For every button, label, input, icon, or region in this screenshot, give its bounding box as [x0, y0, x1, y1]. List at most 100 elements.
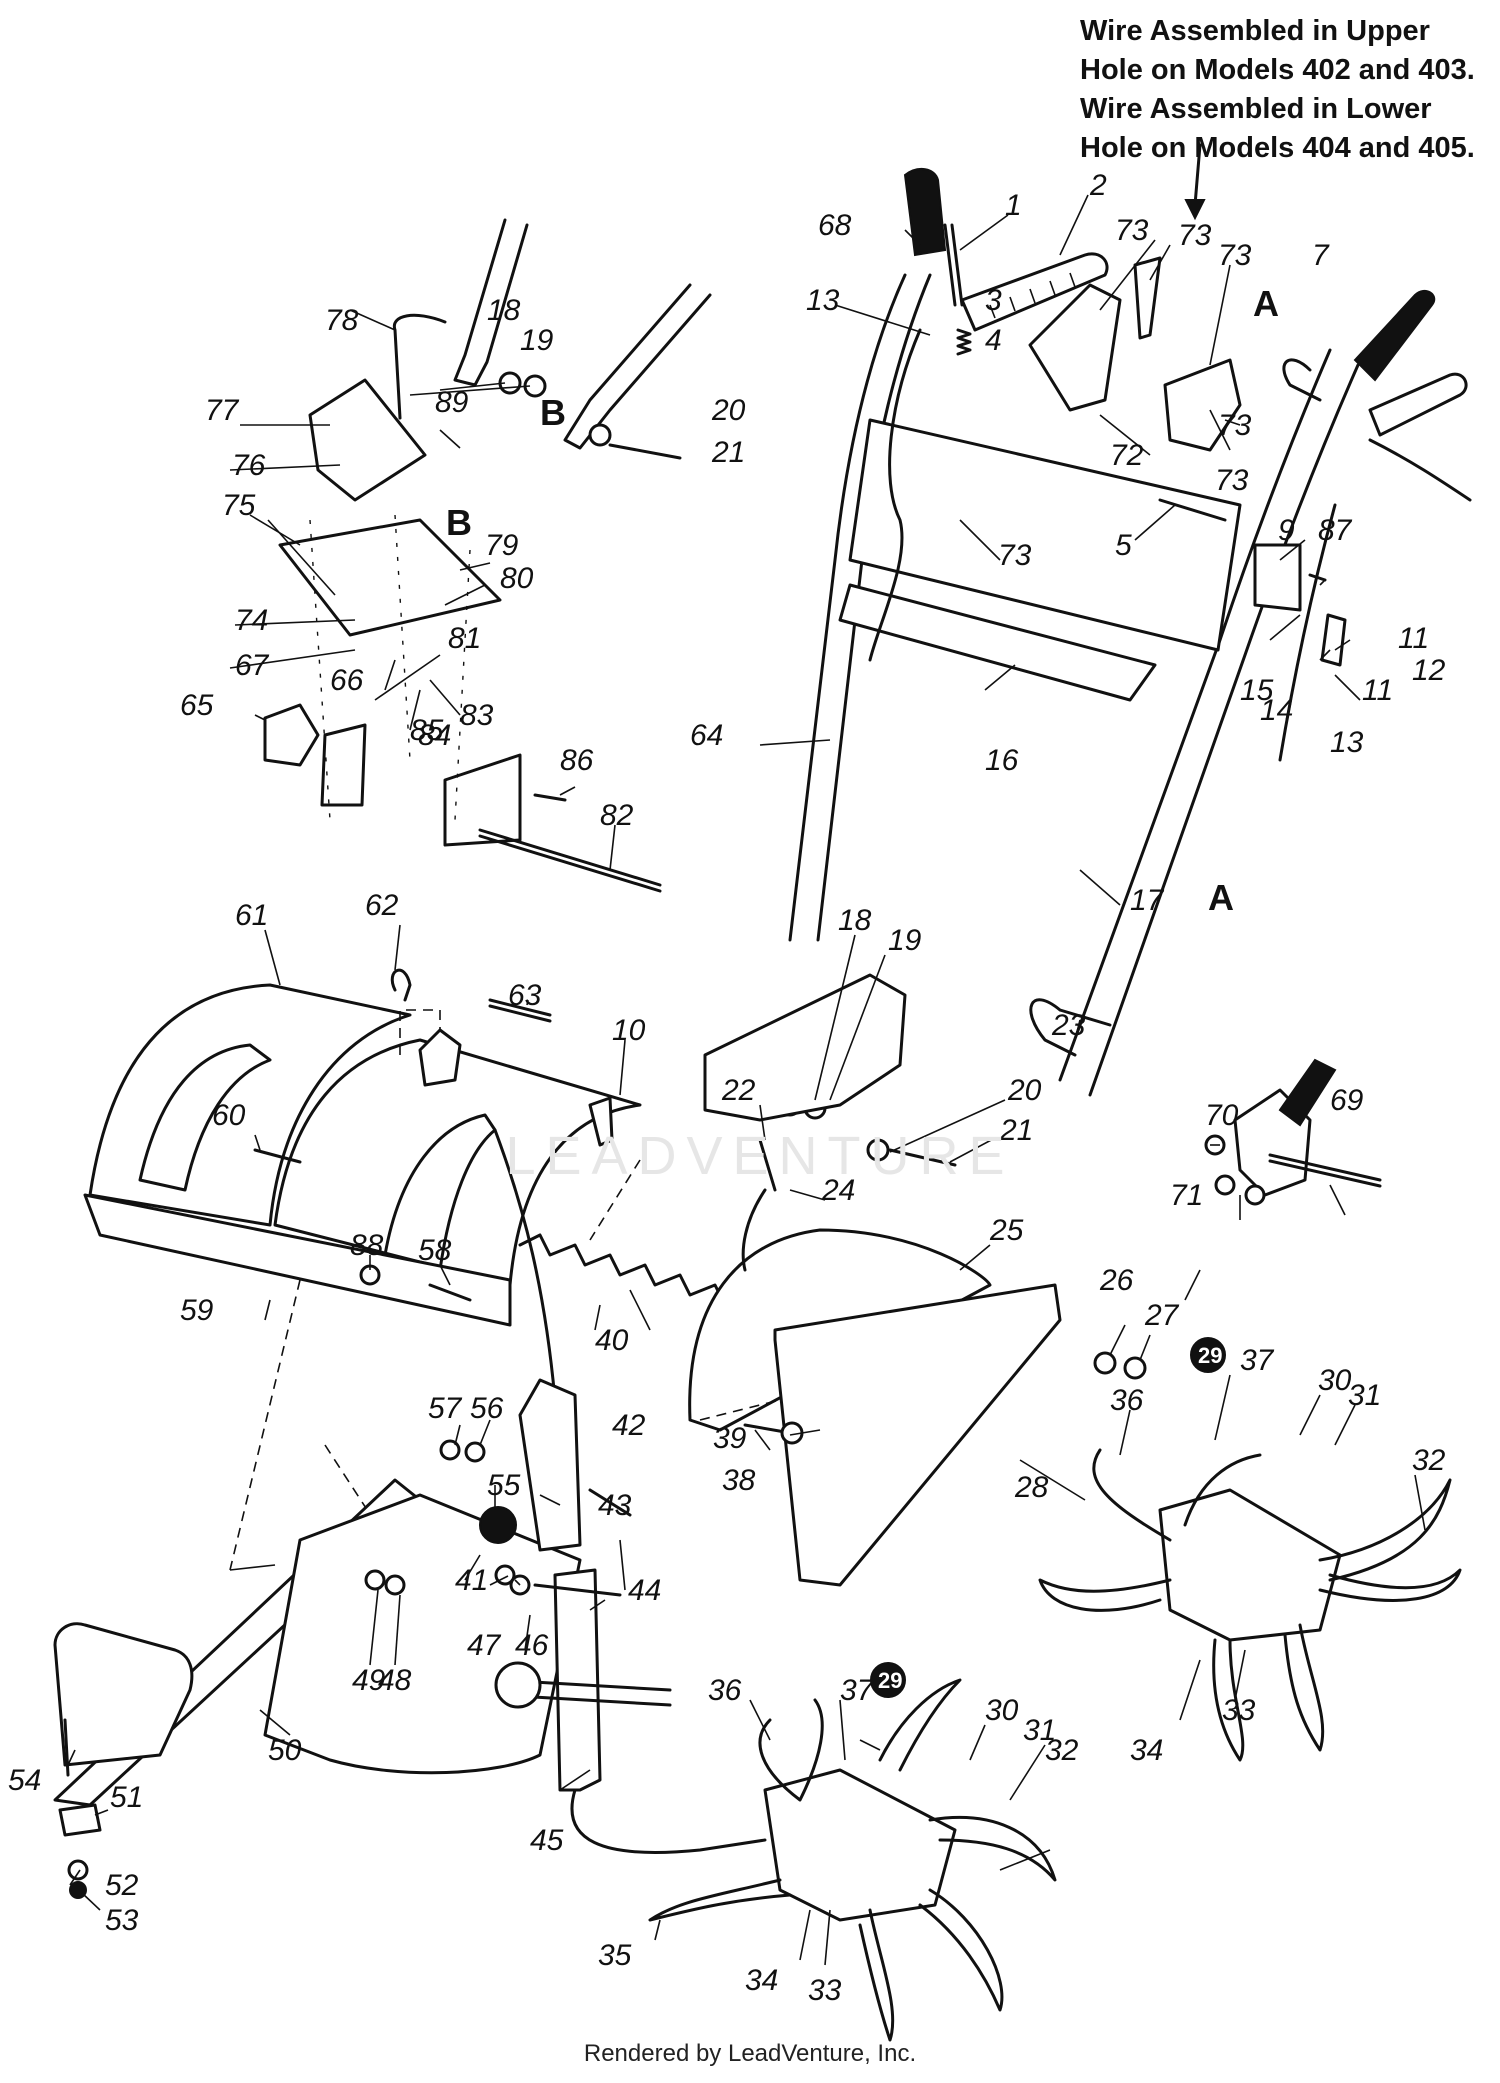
tine-upper-4 — [1212, 1638, 1245, 1762]
cable-adjuster — [1320, 613, 1347, 667]
frame-guard-left — [53, 1622, 194, 1767]
note-arrow — [1193, 143, 1202, 207]
detail-letter-b-upright: B — [540, 392, 566, 433]
part-number-37: 37 — [840, 1674, 875, 1707]
part-number-61: 61 — [235, 899, 268, 932]
part-number-labels: 1234579101111121313141516171818191920202… — [8, 169, 1446, 2007]
throttle-lever-small — [1133, 256, 1162, 340]
part-number-85: 85 — [410, 714, 444, 747]
part-number-67: 67 — [235, 649, 270, 682]
part-number-77: 77 — [205, 394, 240, 427]
part-number-66: 66 — [330, 664, 364, 697]
part-number-71: 71 — [1170, 1179, 1203, 1212]
part-number-34: 34 — [745, 1964, 778, 1997]
part-number-20: 20 — [1007, 1074, 1042, 1107]
part-number-70: 70 — [1205, 1099, 1239, 1132]
part-number-17: 17 — [1130, 884, 1165, 917]
bolt-5 — [1158, 498, 1227, 522]
part-number-50: 50 — [268, 1734, 302, 1767]
part-number-87: 87 — [1318, 514, 1353, 547]
part-number-54: 54 — [8, 1764, 41, 1797]
part-number-1: 1 — [1005, 189, 1022, 222]
part-number-5: 5 — [1115, 529, 1132, 562]
nut-27 — [1123, 1356, 1147, 1380]
part-number-72: 72 — [1110, 439, 1144, 472]
shift-lever — [943, 223, 964, 307]
tine-upper-6 — [1318, 1568, 1462, 1602]
part-number-53: 53 — [105, 1904, 139, 1937]
tine-upper-1 — [1092, 1448, 1262, 1542]
tine-hub-lower — [763, 1768, 957, 1922]
part-number-57: 57 — [428, 1392, 463, 1425]
bolt-60 — [253, 1148, 302, 1164]
tine-lower-6 — [918, 1888, 1004, 2012]
part-number-13: 13 — [1330, 726, 1364, 759]
lower-side-plate-right — [443, 753, 522, 847]
bolt-21-upper — [608, 443, 682, 460]
part-number-27: 27 — [1144, 1299, 1180, 1332]
part-number-15: 15 — [1240, 674, 1274, 707]
lower-crossbar — [838, 583, 1157, 702]
right-top-grip — [1353, 289, 1436, 382]
bolt-24 — [741, 1188, 767, 1272]
handle-upright-left — [453, 218, 529, 387]
bolt-44 — [533, 1583, 622, 1597]
detail-letter-a-top: A — [1253, 283, 1279, 324]
part-number-33: 33 — [1222, 1694, 1256, 1727]
part-number-73: 73 — [998, 539, 1032, 572]
part-number-59: 59 — [180, 1294, 214, 1327]
shield-left-window — [138, 1043, 272, 1192]
part-number-55: 55 — [487, 1469, 521, 1502]
part-number-4: 4 — [985, 324, 1002, 357]
part-number-32: 32 — [1045, 1734, 1079, 1767]
part-number-60: 60 — [212, 1099, 246, 1132]
deflector-plate — [773, 1283, 1062, 1587]
part-number-78: 78 — [325, 304, 359, 337]
tine-assembly-upper — [1038, 1448, 1462, 1762]
left-grip — [903, 168, 947, 257]
part-number-69: 69 — [1330, 1084, 1364, 1117]
part-number-36: 36 — [708, 1674, 742, 1707]
shield-center-window — [383, 1113, 497, 1272]
part-number-48: 48 — [378, 1664, 412, 1697]
part-number-13: 13 — [806, 284, 840, 317]
shield-flap — [83, 1193, 512, 1327]
part-number-31: 31 — [1023, 1714, 1056, 1747]
bail-handle-detail — [1278, 1058, 1337, 1127]
shield-left-hood — [88, 983, 412, 1227]
clutch-bail — [1282, 358, 1322, 402]
part-number-68: 68 — [818, 209, 852, 242]
part-number-73: 73 — [1218, 239, 1252, 272]
part-number-9: 9 — [1278, 514, 1295, 547]
part-number-35: 35 — [598, 1939, 632, 1972]
part-number-79: 79 — [485, 529, 519, 562]
part-number-86: 86 — [560, 744, 594, 777]
pin-54 — [63, 1718, 70, 1777]
part-number-73: 73 — [1178, 219, 1212, 252]
depth-stake — [553, 1568, 602, 1792]
part-number-20: 20 — [711, 394, 746, 427]
bracket-dash-lines — [309, 514, 471, 821]
tine-upper-2 — [1038, 1578, 1172, 1612]
washer-20-upper — [588, 423, 612, 447]
throttle-cover — [1163, 358, 1242, 452]
part-number-75: 75 — [222, 489, 256, 522]
part-number-84: 84 — [418, 719, 451, 752]
note-line: Hole on Models 402 and 403. — [1080, 54, 1475, 86]
detail-letter-a-detail: A — [1208, 877, 1234, 918]
transmission-frame — [53, 1378, 767, 1854]
washer-70b — [1244, 1184, 1266, 1206]
note-line: Wire Assembled in Upper — [1080, 15, 1430, 47]
part-number-19: 19 — [520, 324, 554, 357]
lower-side-plate-left — [320, 723, 367, 807]
part-number-21: 21 — [999, 1114, 1033, 1147]
part-number-11: 11 — [1398, 622, 1429, 655]
wire-assembly-note: Wire Assembled in Upper Hole on Models 4… — [1080, 12, 1490, 168]
part-number-51: 51 — [110, 1781, 143, 1814]
hinge-bracket — [418, 1028, 462, 1087]
bolt-86 — [533, 793, 567, 802]
part-number-37: 37 — [1240, 1344, 1275, 1377]
part-number-29: 29 — [878, 1668, 902, 1693]
tine-assembly-lower — [648, 1678, 1057, 2042]
